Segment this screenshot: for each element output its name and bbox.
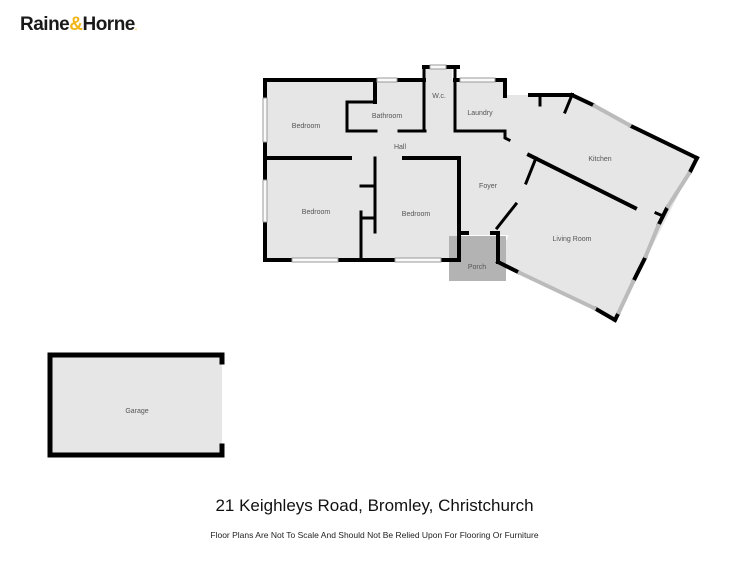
room-label-laundry: Laundry xyxy=(467,110,493,117)
floor-kitchen-living xyxy=(498,95,697,320)
window xyxy=(517,270,597,311)
window xyxy=(592,103,632,128)
window xyxy=(459,77,496,83)
brand-ampersand: & xyxy=(69,14,83,35)
room-label-foyer: Foyer xyxy=(479,183,498,190)
windows xyxy=(262,64,692,315)
window xyxy=(376,77,398,83)
brand-mark: . xyxy=(134,23,137,32)
brand-name-part1: Raine xyxy=(20,14,70,35)
brand-name-part2: Horne xyxy=(82,14,135,35)
window xyxy=(616,279,636,315)
room-label-bedroom-3: Bedroom xyxy=(402,211,431,218)
window xyxy=(429,64,447,70)
room-label-living-room: Living Room xyxy=(553,236,592,243)
property-address: 21 Keighleys Road, Bromley, Christchurch xyxy=(215,496,534,515)
floor-garage xyxy=(50,355,222,455)
room-label-kitchen: Kitchen xyxy=(588,156,611,163)
window xyxy=(394,257,442,263)
room-label-hall: Hall xyxy=(394,144,407,151)
window xyxy=(262,179,268,223)
window xyxy=(643,223,661,259)
walls xyxy=(47,65,700,458)
window xyxy=(291,257,339,263)
room-label-bedroom-2: Bedroom xyxy=(302,209,331,216)
floor-wc xyxy=(424,67,452,132)
window xyxy=(262,97,268,143)
room-label-porch: Porch xyxy=(468,264,486,271)
room-label-bedroom-1: Bedroom xyxy=(292,123,321,130)
room-label-bathroom: Bathroom xyxy=(372,113,403,120)
window xyxy=(665,170,692,210)
floor-fills xyxy=(50,67,697,455)
room-label-garage: Garage xyxy=(125,408,148,415)
room-label-wc: W.c. xyxy=(432,93,446,100)
room-labels: Bedroom Bathroom W.c. Laundry Hall Bedro… xyxy=(125,93,611,415)
floor-plan-disclaimer: Floor Plans Are Not To Scale And Should … xyxy=(210,530,539,540)
brand-logo: Raine&Horne. xyxy=(20,14,137,36)
